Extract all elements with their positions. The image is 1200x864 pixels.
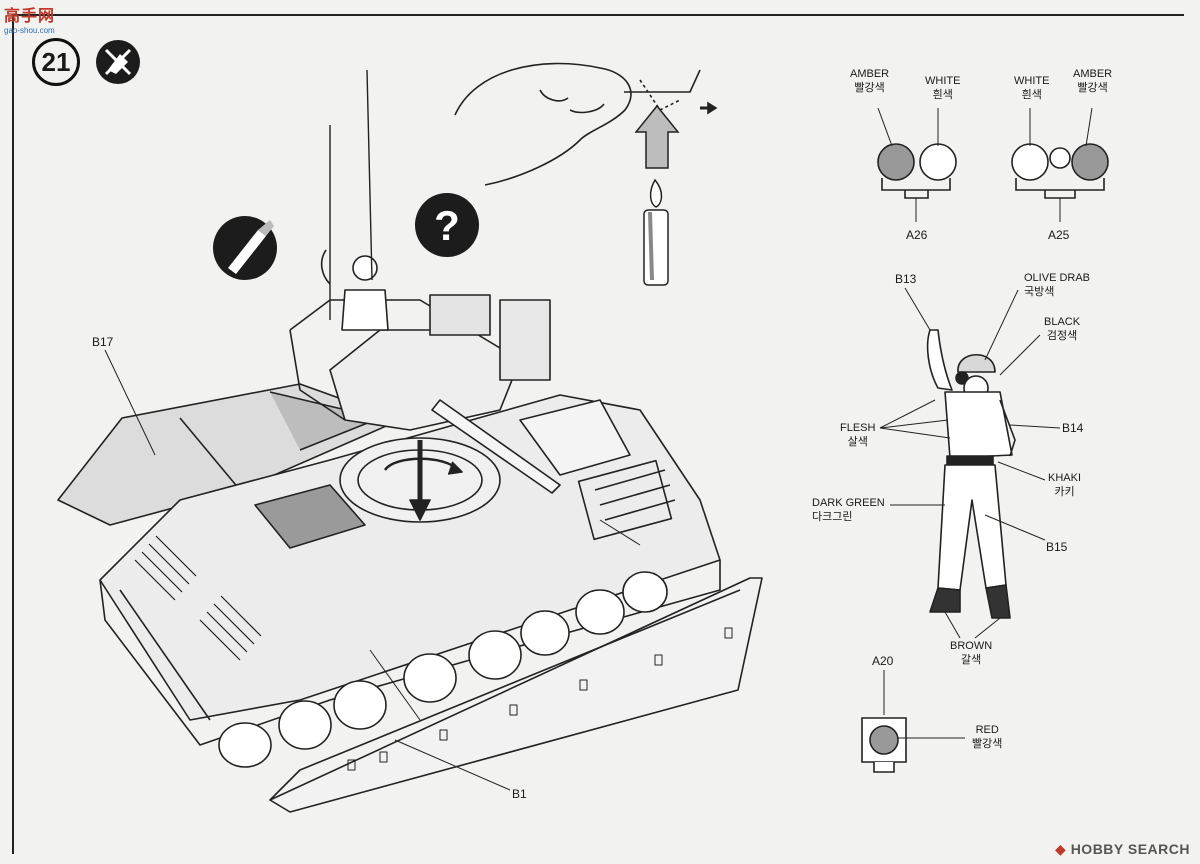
part-a26-drawing <box>877 107 957 222</box>
label-a25: A25 <box>1048 228 1070 242</box>
label-b15: B15 <box>1046 540 1068 554</box>
part-hull <box>99 394 721 746</box>
candle-icon <box>634 104 680 286</box>
label-b17: B17 <box>92 335 114 349</box>
label-a20: A20 <box>872 654 894 668</box>
label-a26: A26 <box>906 228 928 242</box>
part-b17 <box>57 383 401 526</box>
part-turret <box>289 69 561 494</box>
question-icon: ? <box>415 193 479 257</box>
part-b1 <box>269 577 763 813</box>
figure-leader-lines <box>879 287 1061 639</box>
hobby-search-watermark: ◆ HOBBY SEARCH <box>1055 841 1190 857</box>
part-a20-drawing <box>861 670 965 773</box>
instruction-sheet-frame <box>12 14 1184 854</box>
svg-text:?: ? <box>434 202 460 249</box>
paint-brush-icon <box>213 216 277 280</box>
label-b13: B13 <box>895 272 917 286</box>
step-number: 21 <box>32 38 80 86</box>
label-b1: B1 <box>512 787 527 801</box>
hobby-search-logo-icon: ◆ <box>1055 841 1067 857</box>
label-b14: B14 <box>1062 421 1084 435</box>
watermark-logo: 高手网 gao-shou.com <box>4 8 56 35</box>
turret-ring <box>339 437 501 523</box>
road-wheels <box>218 571 668 768</box>
part-a25-drawing <box>1011 107 1109 222</box>
hand-icon <box>454 62 718 186</box>
no-cement-icon <box>96 40 140 84</box>
leader-lines <box>104 349 641 791</box>
